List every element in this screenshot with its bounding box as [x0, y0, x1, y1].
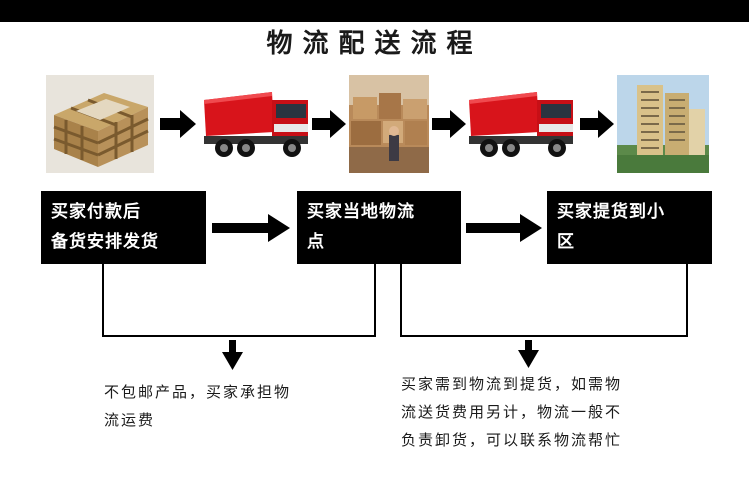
- stage-box-line: 备货安排发货: [51, 232, 159, 252]
- flow-arrow-4: [580, 110, 614, 138]
- stage-box-line: 买家提货到小: [557, 202, 665, 222]
- wooden-crate-photo: [46, 75, 154, 173]
- flow-arrow-1: [160, 110, 196, 138]
- stage-box-line: 区: [557, 232, 575, 252]
- note-line: 买家需到物流到提货，如需物: [401, 375, 623, 393]
- red-truck-icon: [204, 92, 308, 157]
- note-line: 流送货费用另计，物流一般不: [401, 403, 623, 421]
- diagram-title: 物流配送流程: [266, 29, 483, 59]
- stage-arrow-1: [212, 214, 290, 242]
- flow-arrow-2: [312, 110, 346, 138]
- stage-box-local-logistics: 买家当地物流 点: [297, 191, 461, 264]
- stage-box-line: 买家当地物流: [307, 202, 415, 222]
- stage-box-pickup: 买家提货到小 区: [547, 191, 712, 264]
- apartment-building-photo: [617, 75, 709, 173]
- note-brackets: [102, 264, 688, 370]
- stage-box-payment: 买家付款后 备货安排发货: [41, 191, 206, 264]
- stage-box-line: 点: [307, 232, 325, 252]
- note-shipping-cost: 不包邮产品，买家承担物 流运费: [104, 378, 379, 434]
- red-truck-icon: [469, 92, 573, 157]
- note-pickup-delivery: 买家需到物流到提货，如需物 流送货费用另计，物流一般不 负责卸货，可以联系物流帮…: [401, 370, 701, 454]
- stage-box-line: 买家付款后: [51, 202, 141, 222]
- note-line: 负责卸货，可以联系物流帮忙: [401, 431, 623, 449]
- diagram-canvas: 物流配送流程: [0, 22, 749, 480]
- note-line: 流运费: [104, 411, 156, 429]
- stage-arrow-2: [466, 214, 542, 242]
- note-line: 不包邮产品，买家承担物: [104, 383, 292, 401]
- flow-arrow-3: [432, 110, 466, 138]
- warehouse-photo: [349, 75, 429, 173]
